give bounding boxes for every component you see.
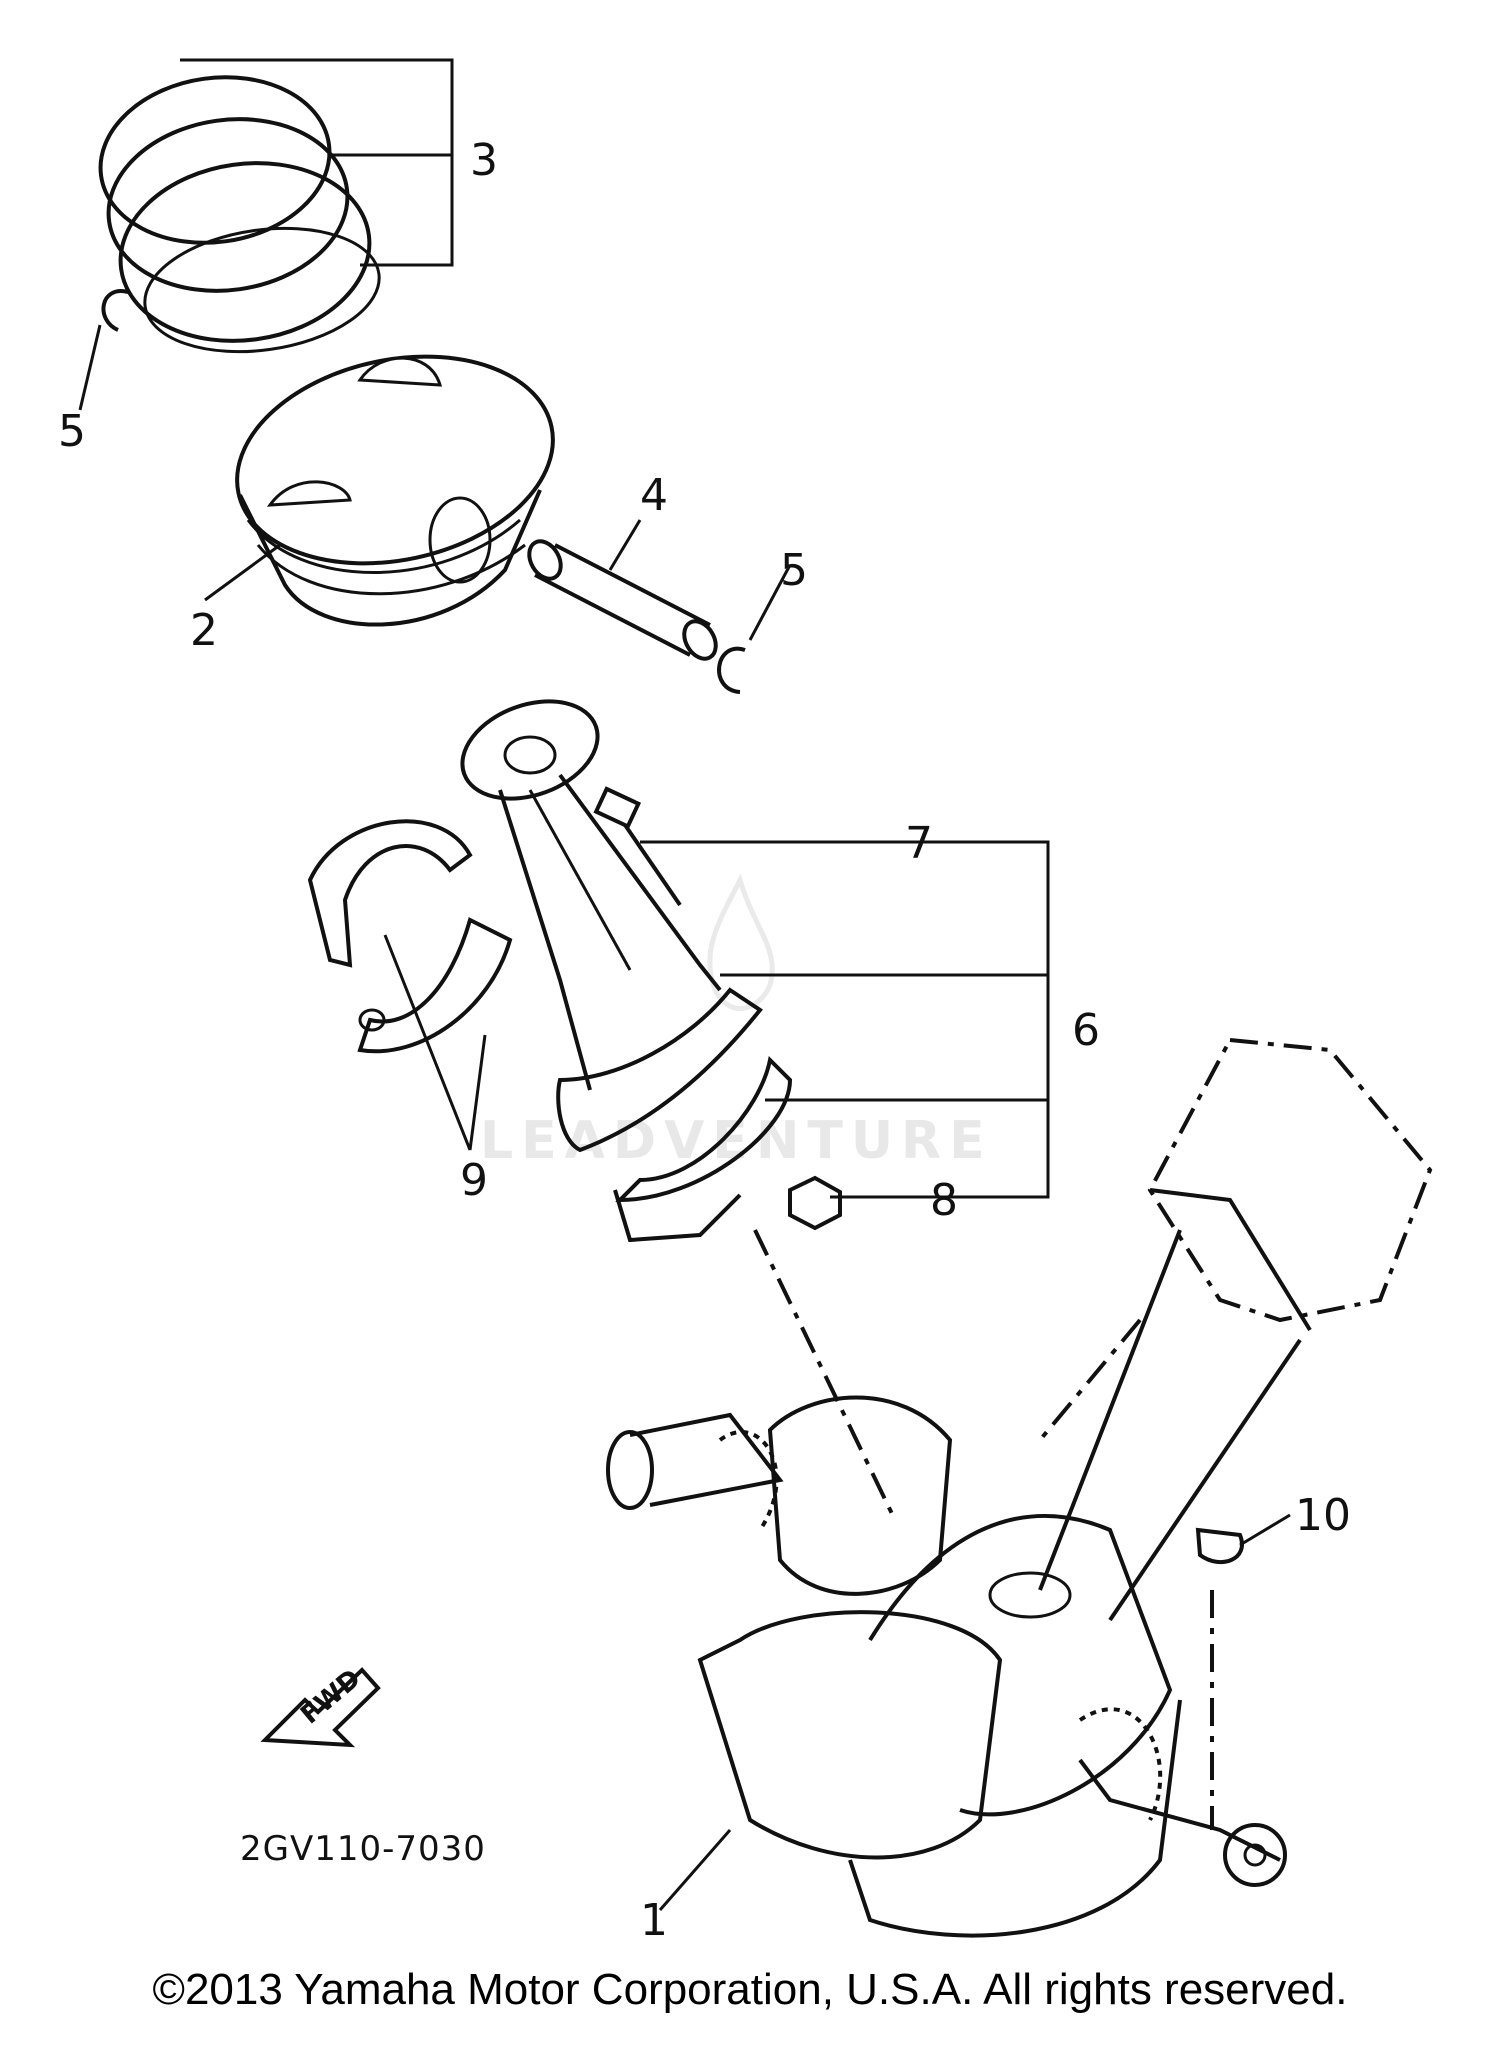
fwd-arrow-icon: FWD (260, 1664, 381, 1748)
callout-5-right: 5 (780, 545, 808, 596)
piston-rings (98, 75, 381, 354)
piston-clip-right (717, 646, 746, 694)
bearings (307, 819, 513, 1054)
rod-bolt (593, 786, 682, 907)
rod-nut (788, 1175, 842, 1231)
callout-9: 9 (460, 1155, 488, 1206)
callout-4: 4 (640, 470, 668, 521)
callout-2: 2 (190, 605, 218, 656)
piston-pin (527, 539, 718, 661)
piston-clip-left (101, 289, 129, 332)
watermark-text: LEADVENTURE (480, 1111, 993, 1171)
assembly-line-c (1038, 1318, 1142, 1442)
rod-cap (613, 1055, 793, 1243)
diagram-code: 2GV110-7030 (240, 1829, 486, 1869)
callout-5-left: 5 (58, 406, 86, 457)
woodruff-key (1195, 1527, 1244, 1565)
callout-1: 1 (640, 1895, 668, 1946)
ghost-assembly (1038, 1037, 1433, 1622)
callout-7: 7 (905, 818, 933, 869)
callout-6: 6 (1072, 1005, 1100, 1056)
crankshaft (606, 1395, 1287, 1938)
copyright-notice: ©2013 Yamaha Motor Corporation, U.S.A. A… (152, 1965, 1348, 2014)
callout-10: 10 (1295, 1490, 1351, 1541)
callout-8: 8 (930, 1175, 958, 1226)
callout-3: 3 (470, 135, 498, 186)
piston (235, 354, 555, 627)
connecting-rod (460, 699, 763, 1153)
callout-lines (78, 58, 1291, 1911)
